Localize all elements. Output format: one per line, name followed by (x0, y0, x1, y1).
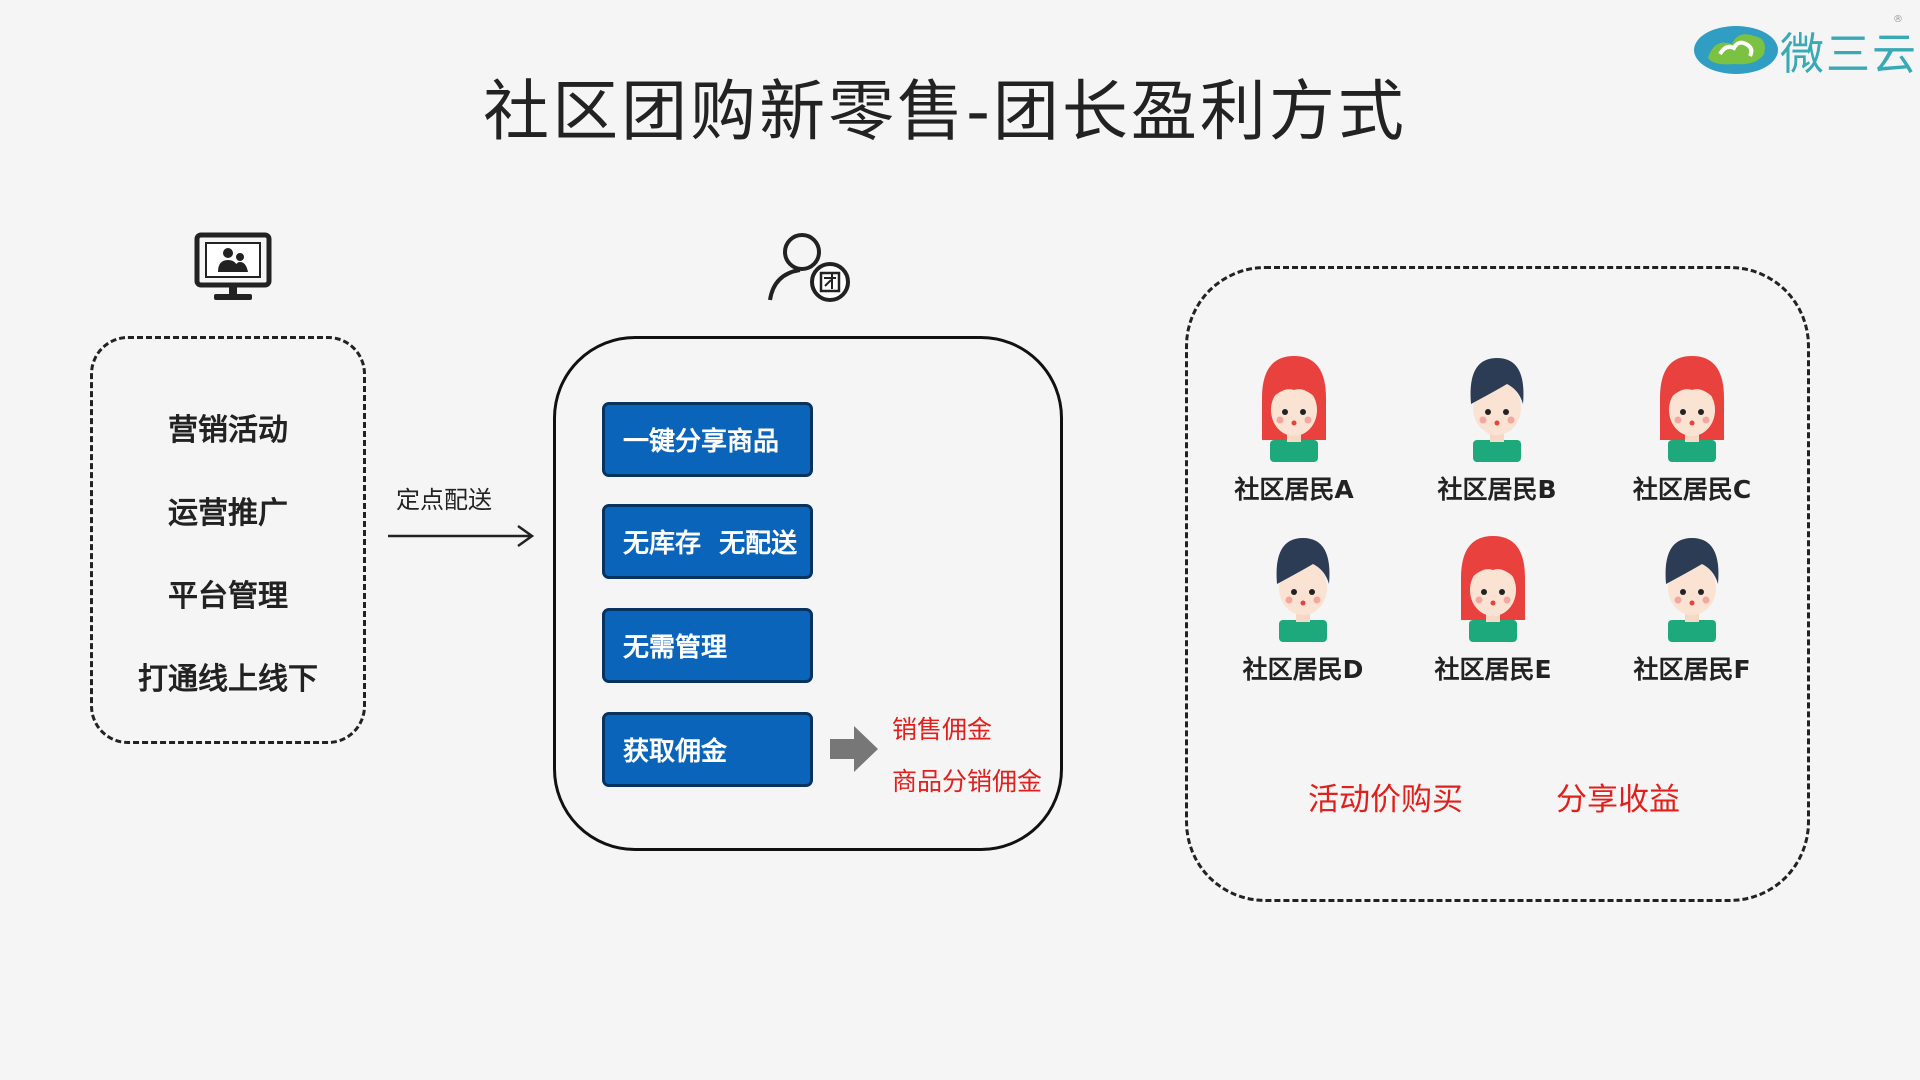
resident-e: 社区居民E (1418, 534, 1568, 686)
benefit-share-earnings: 分享收益 (1556, 782, 1680, 818)
no-inventory-no-delivery-button[interactable]: 无库存 无配送 (602, 504, 813, 579)
female-avatar-icon (1262, 356, 1326, 462)
resident-label: 社区居民A (1234, 475, 1354, 504)
male-avatar-icon (1665, 538, 1719, 642)
feature-operations: 运营推广 (168, 496, 288, 531)
group-leader-benefits-box (553, 336, 1063, 851)
monitor-presentation-icon (194, 232, 272, 300)
resident-label: 社区居民E (1434, 655, 1552, 684)
community-residents-box (1185, 266, 1810, 902)
share-products-button[interactable]: 一键分享商品 (602, 402, 813, 477)
earn-commission-button[interactable]: 获取佣金 (602, 712, 813, 787)
resident-label: 社区居民F (1633, 655, 1751, 684)
page-title: 社区团购新零售-团长盈利方式 (483, 73, 1407, 150)
registered-mark: ® (1893, 14, 1903, 25)
logo-cloud-icon (1694, 26, 1778, 74)
female-avatar-icon (1660, 356, 1724, 462)
male-avatar-icon (1470, 358, 1524, 462)
resident-label: 社区居民D (1242, 655, 1364, 684)
feature-online-offline: 打通线上线下 (138, 662, 318, 697)
distribution-commission-label: 商品分销佣金 (892, 767, 1043, 796)
resident-c: 社区居民C (1617, 354, 1767, 506)
male-avatar-icon (1276, 538, 1330, 642)
feature-platform-management: 平台管理 (168, 579, 288, 614)
resident-b: 社区居民B (1422, 354, 1572, 506)
no-management-button[interactable]: 无需管理 (602, 608, 813, 683)
delivery-label: 定点配送 (396, 486, 492, 514)
logo-text: 微三云 (1780, 29, 1918, 80)
platform-features-box (90, 336, 366, 744)
female-avatar-icon (1461, 536, 1525, 642)
resident-label: 社区居民C (1632, 475, 1752, 504)
resident-d: 社区居民D (1228, 534, 1378, 686)
resident-a: 社区居民A (1219, 354, 1369, 506)
feature-marketing: 营销活动 (168, 413, 288, 448)
sales-commission-label: 销售佣金 (892, 715, 993, 744)
right-arrow-icon (388, 524, 535, 548)
benefit-discount-purchase: 活动价购买 (1308, 782, 1463, 818)
resident-f: 社区居民F (1617, 534, 1767, 686)
gray-block-arrow-icon (830, 726, 878, 772)
group-leader-icon (768, 233, 850, 302)
resident-label: 社区居民B (1437, 475, 1557, 504)
